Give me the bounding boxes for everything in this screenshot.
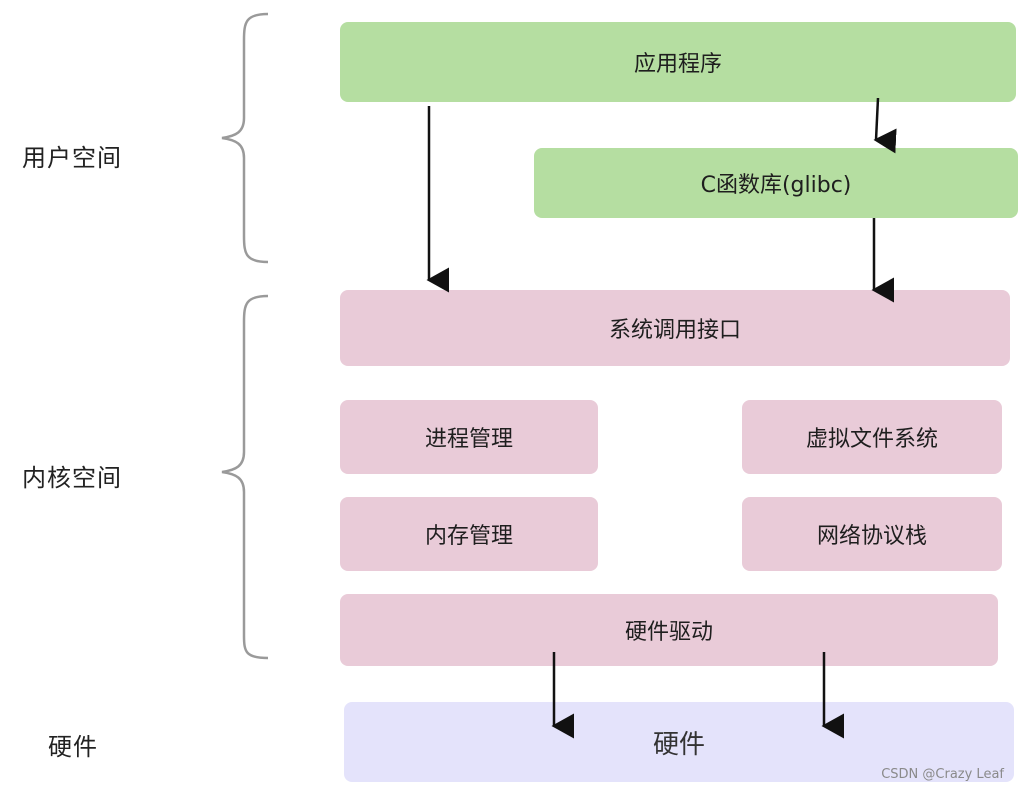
memory-management-box: 内存管理 [340,497,598,571]
zone-label-hardware: 硬件 [48,733,98,761]
application-box: 应用程序 [340,22,1016,102]
process-management-box: 进程管理 [340,400,598,474]
virtual-file-system-box: 虚拟文件系统 [742,400,1002,474]
hardware-driver-box: 硬件驱动 [340,594,998,666]
zone-label-user-space: 用户空间 [22,144,122,172]
syscall-interface-box: 系统调用接口 [340,290,1010,366]
watermark: CSDN @Crazy Leaf [881,767,1004,782]
network-stack-box: 网络协议栈 [742,497,1002,571]
kernel-space-brace [221,294,269,660]
zone-label-kernel-space: 内核空间 [22,464,122,492]
c-library-box: C函数库(glibc) [534,148,1018,218]
hardware-box: 硬件 [344,702,1014,782]
arrow-app-to-clib [873,97,897,154]
user-space-brace [221,12,269,264]
